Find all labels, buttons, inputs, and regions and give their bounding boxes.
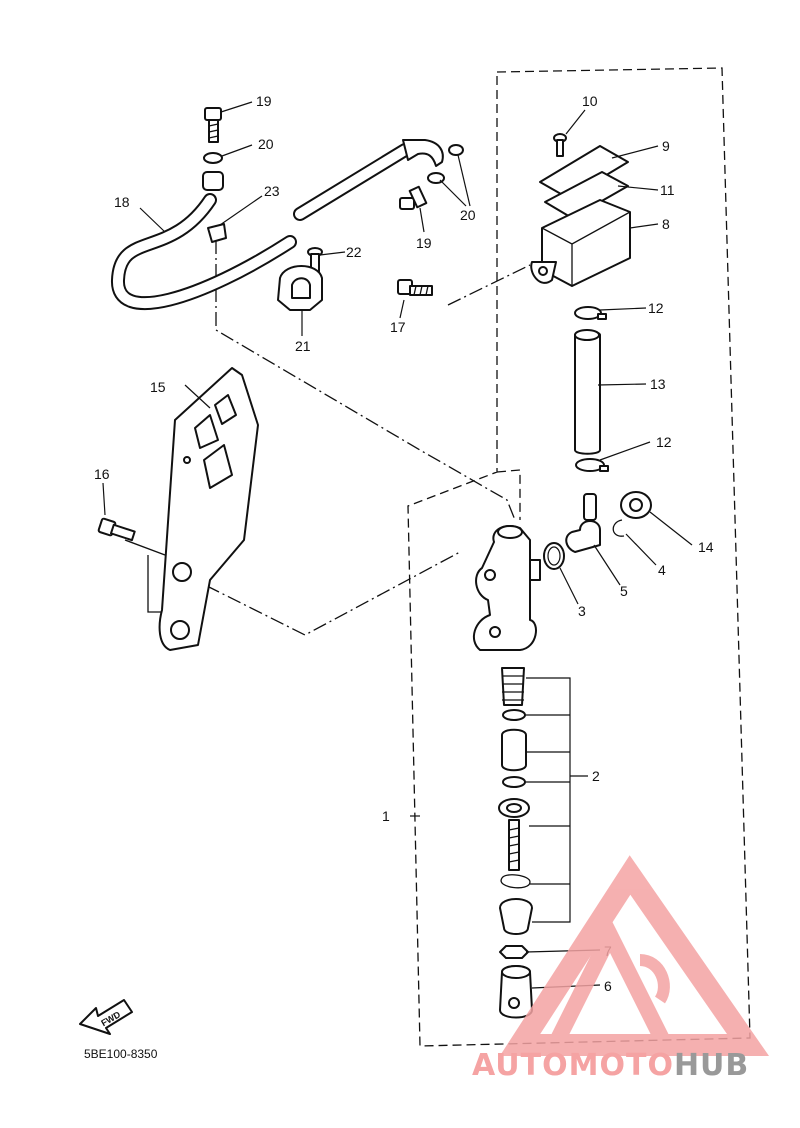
hose-clamp-12-top [574,306,607,320]
screw-10 [553,133,567,157]
diaphragm-11 [544,171,629,219]
callout-12-bottom: 12 [656,434,672,450]
bolt-19-top [204,107,222,143]
callout-2: 2 [592,768,600,784]
callout-9: 9 [662,138,670,154]
clip-23 [207,223,227,243]
bolt-16 [97,517,136,542]
hose-18 [111,139,444,311]
watermark-text-a: AUTOMOTO [472,1048,674,1083]
callout-5: 5 [620,583,628,599]
washer-a [502,776,526,788]
bracket-15 [158,367,259,651]
callout-19: 19 [256,93,272,109]
grommet-14 [620,491,652,519]
spring [501,667,525,706]
bolt-17 [397,279,433,296]
callout-8: 8 [662,216,670,232]
callout-6: 6 [604,978,612,994]
clevis-6 [499,965,533,1019]
callout-12-top: 12 [648,300,664,316]
callout-13: 13 [650,376,666,392]
bolt-19-mid [399,185,428,210]
callout-20b: 20 [460,207,476,223]
callout-11: 11 [660,182,675,198]
watermark-text: AUTOMOTOHUB [472,1048,749,1083]
hose-top-end [574,329,600,341]
clamp-21 [277,265,323,311]
hose-joint-5 [565,493,601,553]
circlip-4 [612,519,625,537]
callout-23: 23 [264,183,280,199]
callout-10: 10 [582,93,598,109]
screw-22 [307,247,323,273]
callout-15: 15 [150,379,166,395]
washer-20-top [203,152,223,164]
callout-14: 14 [698,539,714,555]
diagram-code: 5BE100-8350 [84,1047,158,1061]
leader-lines [102,101,693,989]
connection-lines [124,240,531,636]
nut-7 [499,945,529,959]
boot [499,898,533,935]
master-cylinder-body [472,524,541,651]
watermark-logo [499,855,770,1056]
callout-4: 4 [658,562,666,578]
circlip [500,874,531,889]
reservoir-tank-8 [530,199,631,287]
hose-13 [574,330,601,455]
callout-16: 16 [94,466,110,482]
callout-22: 22 [346,244,362,260]
washer-20-mid-b [448,144,464,156]
hose-clamp-12-bottom [575,458,609,472]
o-ring-3-inner [547,546,561,566]
cup [501,728,527,772]
watermark-text-b: HUB [674,1048,749,1083]
callout-3: 3 [578,603,586,619]
callout-18: 18 [114,194,130,210]
fwd-arrow: FWD [79,999,133,1035]
seal-inner [506,803,522,813]
spring-seat [502,709,526,721]
cap-9 [539,145,629,199]
callout-19b: 19 [416,235,432,251]
push-rod [508,819,520,871]
callout-21: 21 [295,338,311,354]
callout-17: 17 [390,319,406,335]
union-bolt-fitting [202,171,224,191]
assembly-boundary [407,67,751,1047]
callout-1: 1 [382,808,390,824]
callout-20: 20 [258,136,274,152]
